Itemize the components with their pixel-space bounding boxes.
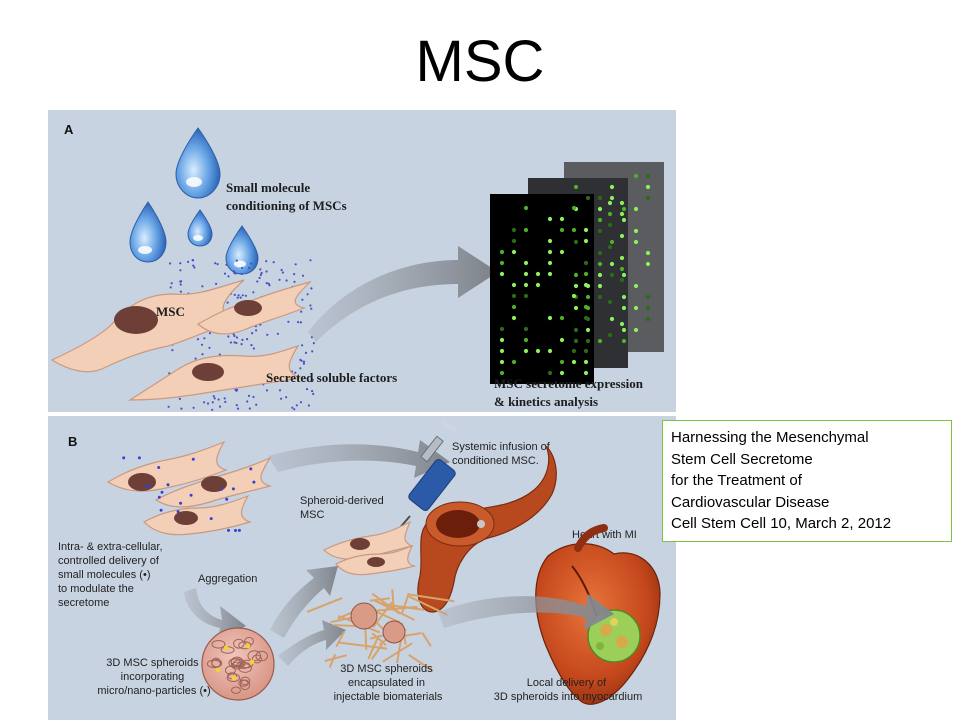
aggregation-label: Aggregation xyxy=(198,573,257,585)
citation-line: Harnessing the Mesenchymal xyxy=(671,429,869,446)
aggregation-arrow-icon xyxy=(184,588,246,640)
conditioned-cell-icon xyxy=(154,456,273,508)
encapsulated-spheroid-icon xyxy=(350,602,378,630)
spheroid-derived-msc-label: Spheroid-derived MSC xyxy=(300,495,387,521)
spheroid-particles-label: 3D MSC spheroids incorporating micro/nan… xyxy=(97,657,210,697)
panel-b-letter: B xyxy=(68,434,77,449)
encapsulated-spheroids-label: 3D MSC spheroids encapsulated in injecta… xyxy=(334,663,443,703)
conditioning-label: Small molecule conditioning of MSCs xyxy=(226,180,347,213)
secretome-arrow-icon xyxy=(308,246,498,342)
msc-cell-icon xyxy=(127,344,303,401)
infusion-arrow-icon xyxy=(268,440,450,478)
panel-a-letter: A xyxy=(64,122,74,137)
citation-line: Cell Stem Cell 10, March 2, 2012 xyxy=(671,515,892,532)
blood-vessel-icon xyxy=(417,445,557,613)
spheroid-derived-cell-icon xyxy=(322,520,417,576)
conditioned-cell-icon xyxy=(143,494,252,536)
citation-box: Harnessing the Mesenchymal Stem Cell Sec… xyxy=(662,420,952,542)
spheroid-to-biomaterial-arrow-icon xyxy=(278,620,346,666)
drop-icon xyxy=(187,209,213,247)
drop-icon xyxy=(225,225,259,275)
small-molecule-dots xyxy=(122,456,256,532)
systemic-infusion-label: Systemic infusion of conditioned MSC. xyxy=(452,441,553,467)
panel-a-svg: A Small molecule conditioning of MSCs xyxy=(50,122,664,411)
citation-line: for the Treatment of xyxy=(671,472,802,489)
microarray-front xyxy=(490,194,594,384)
panel-b-svg: B Systemic infusion of conditioned MSC. xyxy=(58,419,661,705)
encapsulated-spheroid-icon xyxy=(382,620,406,644)
local-delivery-arrow-icon xyxy=(438,594,614,630)
spheroid-to-cell-arrow-icon xyxy=(270,566,338,638)
microarray-spots xyxy=(499,173,651,376)
slide-title: MSC xyxy=(415,29,545,94)
controlled-delivery-label: Intra- & extra-cellular, controlled deli… xyxy=(58,541,166,609)
secreted-factors-label: Secreted soluble factors xyxy=(266,370,397,385)
msc-cell-icon xyxy=(50,279,245,373)
msc-cell-icon xyxy=(196,280,313,335)
msc-cell-label: MSC xyxy=(156,304,185,319)
3d-spheroid-icon xyxy=(201,627,275,701)
citation-line: Stem Cell Secretome xyxy=(671,450,813,468)
citation-line: Cardiovascular Disease xyxy=(671,493,830,511)
drop-icon xyxy=(175,127,221,199)
secretome-analysis-label: MSC secretome expression & kinetics anal… xyxy=(494,376,646,409)
local-delivery-label: Local delivery of 3D spheroids into myoc… xyxy=(494,677,643,703)
drop-icon xyxy=(129,201,167,263)
panel-b-illustration: B Systemic infusion of conditioned MSC. xyxy=(48,416,676,720)
infarct-spheroid-patch xyxy=(587,609,641,663)
panel-a-illustration: A Small molecule conditioning of MSCs xyxy=(48,110,676,412)
